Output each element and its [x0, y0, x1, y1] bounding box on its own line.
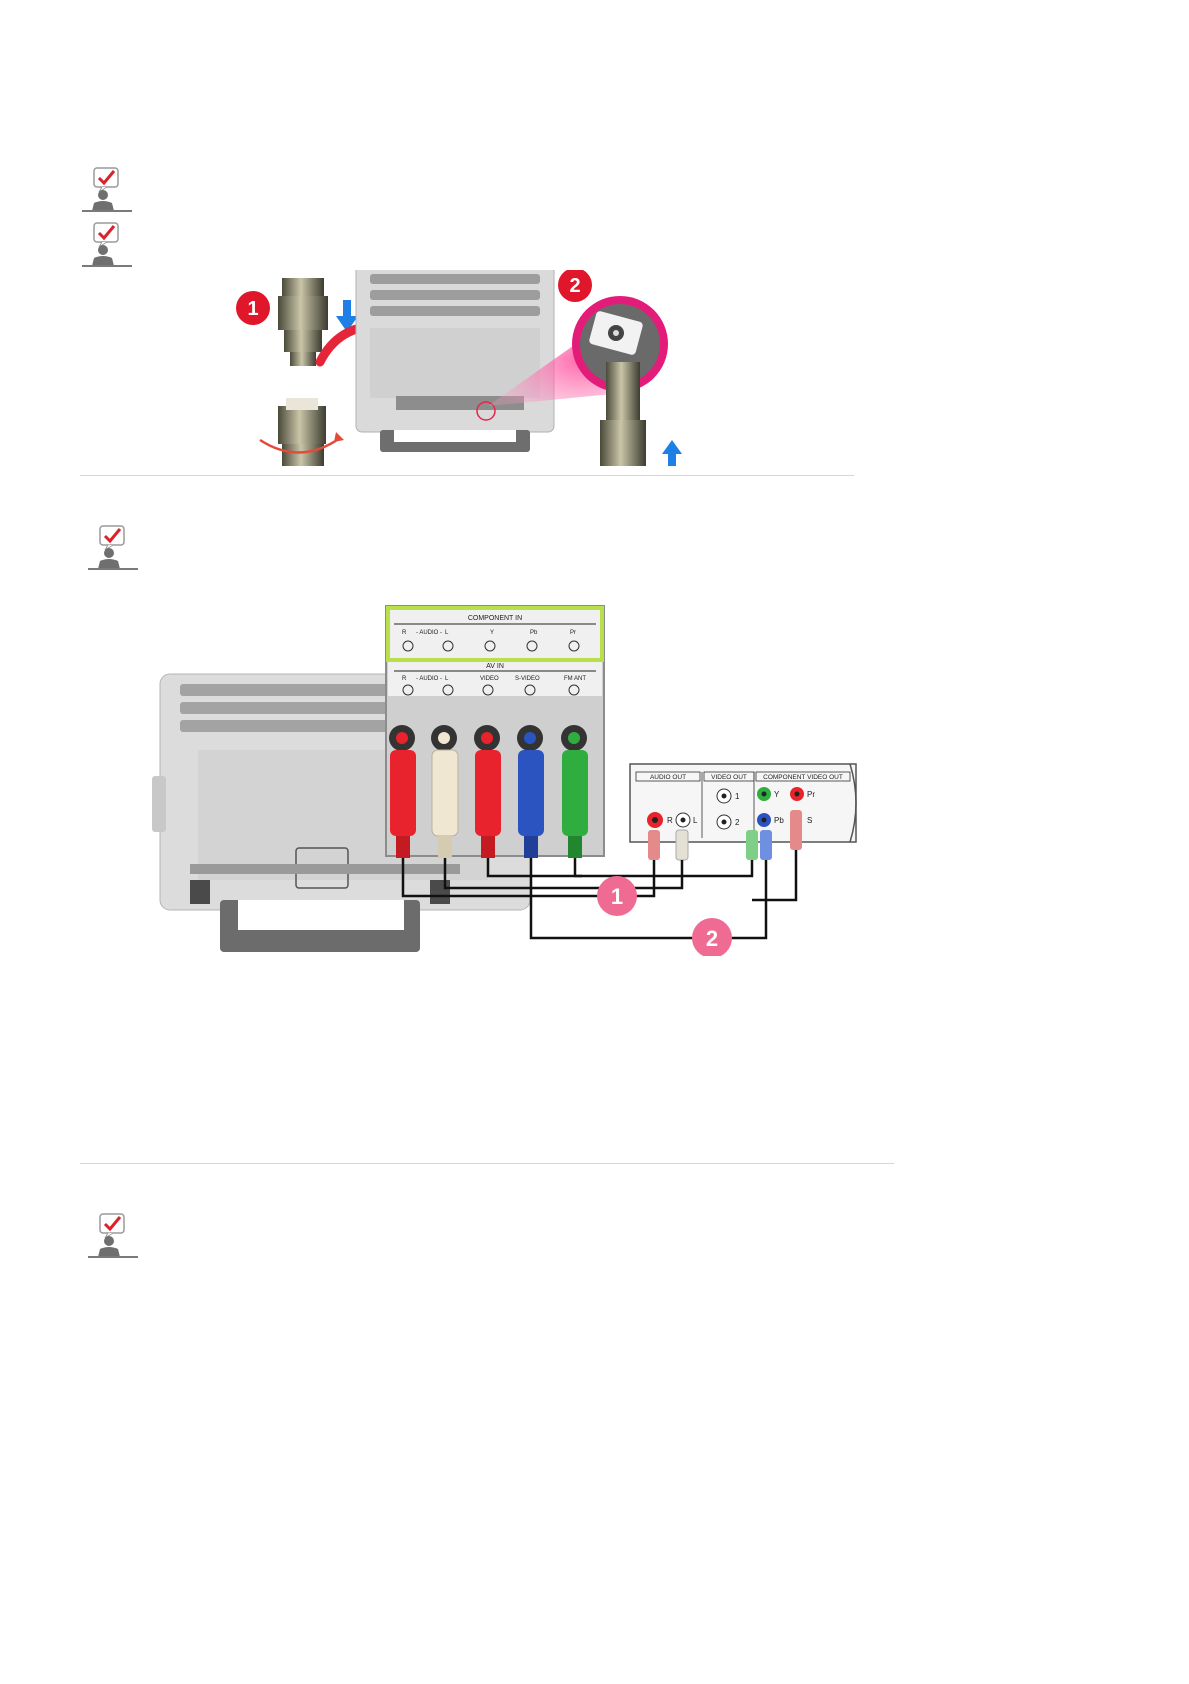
svg-text:- AUDIO -: - AUDIO -	[416, 630, 442, 636]
svg-text:VIDEO: VIDEO	[480, 676, 499, 682]
svg-text:2: 2	[706, 926, 718, 951]
up-arrow-icon	[662, 440, 682, 466]
svg-text:VIDEO OUT: VIDEO OUT	[711, 774, 747, 781]
svg-text:S: S	[807, 816, 812, 825]
svg-text:Y: Y	[774, 790, 780, 799]
coax-cable-connector	[260, 398, 344, 466]
note-check-icon	[86, 525, 140, 571]
svg-text:R: R	[402, 676, 407, 682]
coax-plug-into-port	[600, 362, 646, 466]
svg-text:Pb: Pb	[774, 816, 784, 825]
svg-text:L: L	[693, 816, 698, 825]
step-marker-2: 2	[692, 918, 732, 956]
section-divider	[80, 1163, 894, 1164]
svg-text:Y: Y	[490, 630, 494, 636]
svg-text:2: 2	[569, 275, 580, 297]
svg-text:1: 1	[611, 884, 623, 909]
svg-text:- AUDIO -: - AUDIO -	[416, 676, 442, 682]
monitor-rear	[356, 270, 554, 452]
source-device-panel: AUDIO OUT VIDEO OUT COMPONENT VIDEO OUT …	[630, 764, 856, 842]
step-marker-1: 1	[236, 291, 270, 325]
note-check-icon	[80, 167, 134, 213]
svg-text:AUDIO OUT: AUDIO OUT	[650, 774, 686, 781]
step-marker-2: 2	[558, 270, 592, 302]
component-in-title: COMPONENT IN	[468, 615, 522, 622]
antenna-connection-figure: 1	[220, 270, 740, 466]
svg-text:2: 2	[735, 818, 740, 827]
svg-text:COMPONENT VIDEO OUT: COMPONENT VIDEO OUT	[763, 774, 843, 781]
svg-text:R: R	[667, 816, 673, 825]
svg-text:1: 1	[247, 298, 258, 320]
note-check-icon	[86, 1213, 140, 1259]
svg-text:Pr: Pr	[570, 630, 576, 636]
svg-text:S-VIDEO: S-VIDEO	[515, 676, 540, 682]
svg-text:1: 1	[735, 792, 740, 801]
svg-text:Pr: Pr	[807, 790, 815, 799]
component-connection-figure: COMPONENT IN R - AUDIO - L Y Pb Pr AV IN…	[150, 600, 862, 956]
step-marker-1: 1	[597, 876, 637, 916]
svg-text:Pb: Pb	[530, 630, 538, 636]
av-in-title: AV IN	[486, 663, 504, 670]
section-divider	[80, 475, 854, 476]
svg-text:FM ANT: FM ANT	[564, 676, 586, 682]
svg-text:R: R	[402, 630, 407, 636]
note-check-icon	[80, 222, 134, 268]
